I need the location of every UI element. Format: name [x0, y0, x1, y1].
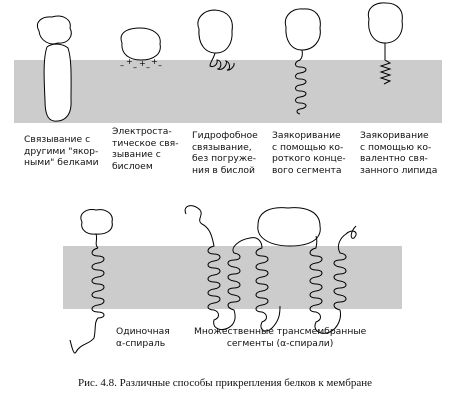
charge-minus: –	[120, 61, 124, 70]
figure-caption: Рис. 4.8. Различные способы прикрепления…	[77, 377, 372, 389]
label-hydrophobic: Гидрофобное связывание, без погруже- ния…	[192, 130, 258, 176]
lipid-anchored-protein	[367, 2, 403, 44]
single-helix-protein-top	[80, 209, 113, 235]
charge-marks: – – – – + + +	[120, 57, 162, 72]
label-anchor-proteins: Связывание с другими "якор- ными" белкам…	[24, 134, 99, 169]
multi-helix-segments	[184, 205, 281, 332]
short-segment-protein	[284, 8, 321, 51]
hydrophobic-coil	[209, 52, 235, 71]
lipid-tail	[379, 43, 392, 85]
charge-minus: –	[146, 63, 150, 72]
multi-helix-right	[309, 225, 357, 334]
label-electrostatic: Электроста- тическое свя- зывание с бисл…	[112, 126, 179, 172]
label-single-helix: Одиночная α-спираль	[116, 326, 170, 349]
charge-plus: +	[151, 57, 158, 66]
label-short-segment: Заякоривание с помощью ко- роткого концe…	[272, 130, 346, 176]
label-lipid: Заякоривание с помощью ко- валентно свя-…	[360, 130, 438, 176]
hydrophobic-protein	[197, 9, 233, 54]
anchor-protein-top	[37, 15, 72, 45]
charge-minus: –	[158, 61, 162, 70]
single-helix-loop	[95, 233, 99, 249]
electrostatic-protein	[120, 27, 161, 61]
anchor-protein-body	[43, 43, 72, 122]
multi-helix-protein-top	[257, 207, 321, 247]
single-helix	[69, 247, 105, 354]
charge-plus: +	[126, 57, 133, 66]
charge-plus: +	[139, 59, 146, 68]
label-multi-helix: Множественные трансмембранные сегменты (…	[194, 326, 367, 349]
short-segment-helix	[295, 49, 307, 115]
charge-minus: –	[133, 63, 137, 72]
